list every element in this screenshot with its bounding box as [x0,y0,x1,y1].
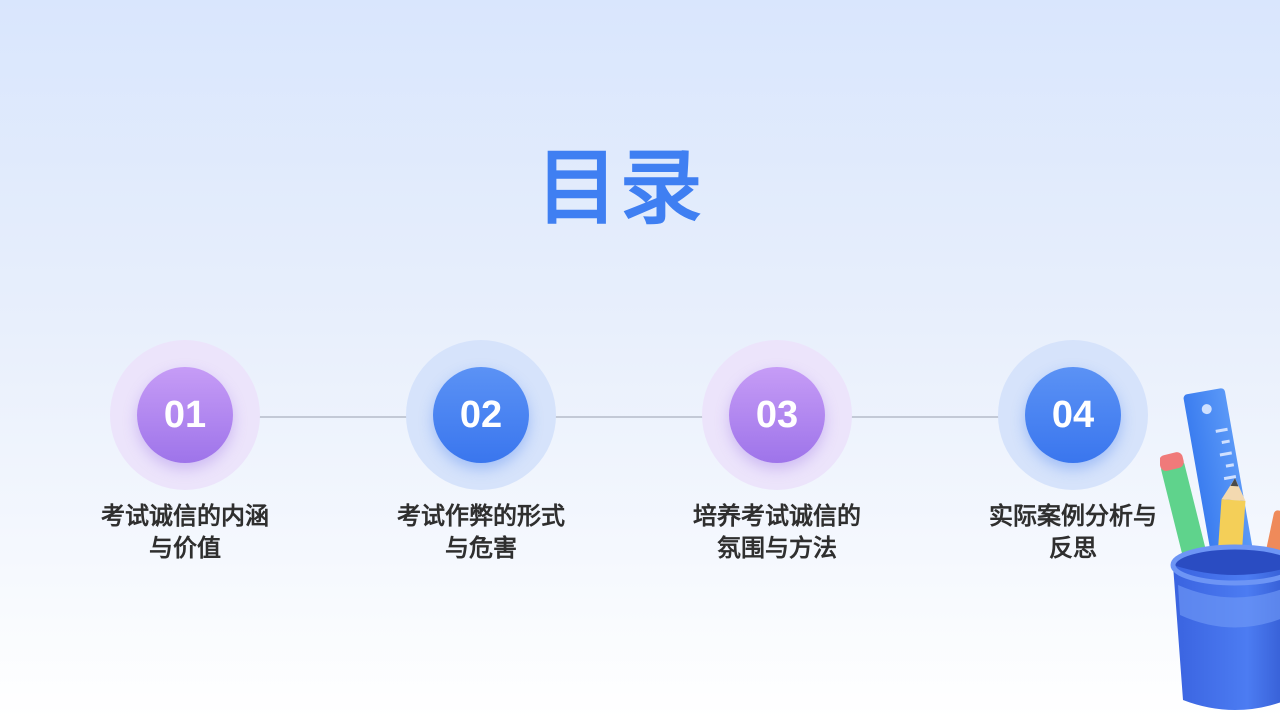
connector-line [554,416,716,418]
toc-item-3-label[interactable]: 培养考试诚信的 氛围与方法 [667,500,887,564]
connector-line [850,416,1012,418]
page-title: 目录 [535,141,704,236]
toc-item-2-number: 02 [433,367,529,463]
stationery-cup-icon [1159,370,1280,720]
toc-item-2-label[interactable]: 考试作弊的形式 与危害 [371,500,591,564]
toc-item-1-label[interactable]: 考试诚信的内涵 与价值 [75,500,295,564]
toc-item-1-label-line2: 与价值 [149,534,221,562]
connector-line [258,416,420,418]
toc-item-4-number: 04 [1025,367,1121,463]
toc-item-2-label-line2: 与危害 [445,534,517,562]
toc-item-1-circle[interactable]: 01 [110,340,260,490]
toc-item-3-number: 03 [729,367,825,463]
toc-item-3-circle[interactable]: 03 [702,340,852,490]
toc-item-4-circle[interactable]: 04 [998,340,1148,490]
toc-item-4-label-line2: 反思 [1049,534,1097,562]
toc-item-3-label-line2: 氛围与方法 [717,534,837,562]
toc-item-1-label-line1: 考试诚信的内涵 [101,502,269,530]
toc-item-4-label[interactable]: 实际案例分析与 反思 [963,500,1183,564]
toc-item-3-label-line1: 培养考试诚信的 [693,502,861,530]
toc-item-2-circle[interactable]: 02 [406,340,556,490]
toc-item-2-label-line1: 考试作弊的形式 [397,502,565,530]
toc-item-1-number: 01 [137,367,233,463]
toc-item-4-label-line1: 实际案例分析与 [989,502,1157,530]
